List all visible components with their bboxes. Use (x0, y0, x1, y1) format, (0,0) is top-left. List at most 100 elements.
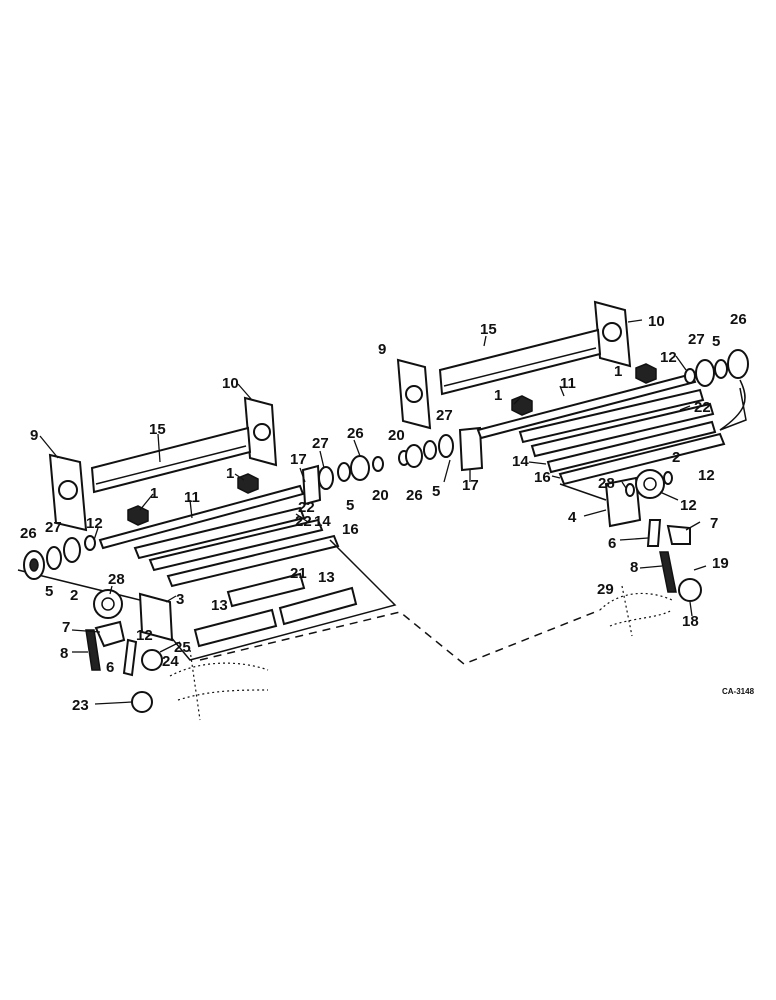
callout-29: 29 (597, 581, 614, 598)
callout-4: 4 (568, 509, 577, 526)
auger-outline (169, 649, 269, 721)
bracket (458, 426, 484, 472)
callout-20: 20 (372, 487, 389, 504)
drawing-code: CA-3148 (722, 687, 755, 696)
callout-28: 28 (108, 571, 125, 588)
idler (122, 638, 138, 677)
tray-outline (719, 387, 747, 431)
callout-27: 27 (312, 435, 329, 452)
callout-1: 1 (226, 465, 234, 482)
callout-16: 16 (534, 469, 551, 486)
connector-line (719, 379, 746, 431)
sprocket (141, 649, 163, 671)
callout-labels: 9 15 10 1 1 11 26 27 12 5 14 16 22 21 13… (20, 311, 755, 714)
callout-11: 11 (184, 489, 200, 506)
callout-22: 22 (298, 499, 315, 516)
callout-5: 5 (432, 483, 440, 500)
right-assembly (396, 300, 749, 637)
chain (659, 551, 677, 593)
callout-28: 28 (598, 475, 615, 492)
slat (166, 534, 340, 588)
bearing (127, 505, 149, 526)
guide (666, 524, 691, 545)
callout-23: 23 (72, 697, 89, 714)
bracket (138, 592, 174, 642)
slat (518, 388, 705, 444)
bearing (237, 473, 259, 494)
slat (546, 420, 717, 474)
callout-7: 7 (710, 515, 718, 532)
callout-5: 5 (45, 583, 53, 600)
callout-5: 5 (346, 497, 354, 514)
bearing (511, 395, 533, 416)
callout-1: 1 (614, 363, 622, 380)
bearing (635, 363, 657, 384)
callout-5: 5 (712, 333, 720, 350)
callout-6: 6 (608, 535, 616, 552)
slat (530, 402, 715, 458)
callout-1: 1 (150, 485, 158, 502)
callout-6: 6 (106, 659, 114, 676)
callout-12: 12 (680, 497, 697, 514)
callout-10: 10 (648, 313, 665, 330)
beam (90, 426, 252, 494)
tray-outline (17, 539, 397, 661)
callout-27: 27 (45, 519, 62, 536)
idler (646, 519, 662, 547)
sprocket (131, 691, 153, 713)
callout-20: 20 (388, 427, 405, 444)
callout-14: 14 (512, 453, 529, 470)
slat (133, 506, 306, 560)
callout-9: 9 (30, 427, 38, 444)
callout-26: 26 (20, 525, 37, 542)
shaft (98, 484, 305, 550)
callout-1: 1 (494, 387, 502, 404)
callout-17: 17 (462, 477, 479, 494)
callout-12: 12 (660, 349, 677, 366)
callout-27: 27 (688, 331, 705, 348)
callout-2: 2 (70, 587, 78, 604)
floor-plate (226, 572, 306, 608)
chain (85, 629, 101, 671)
callout-19: 19 (712, 555, 729, 572)
sprocket (93, 589, 123, 619)
callout-2: 2 (672, 449, 680, 466)
callout-15: 15 (480, 321, 497, 338)
callout-26: 26 (730, 311, 747, 328)
slat (558, 432, 726, 486)
center-hardware (301, 426, 484, 506)
left-assembly (17, 396, 397, 721)
callout-13: 13 (211, 597, 228, 614)
callout-9: 9 (378, 341, 386, 358)
callout-15: 15 (149, 421, 166, 438)
bracket (301, 464, 322, 506)
callout-26: 26 (347, 425, 364, 442)
callout-12: 12 (698, 467, 715, 484)
callout-18: 18 (682, 613, 699, 630)
callout-3: 3 (176, 591, 184, 608)
connector-line (199, 609, 601, 665)
slat (148, 518, 324, 572)
callout-17: 17 (290, 451, 307, 468)
leader-lines (39, 319, 707, 705)
callout-8: 8 (630, 559, 638, 576)
callout-25: 25 (174, 639, 191, 656)
callout-22: 22 (295, 513, 312, 530)
sprocket (678, 578, 702, 602)
tray-outline (559, 483, 607, 501)
beam (438, 328, 602, 396)
callout-16: 16 (342, 521, 359, 538)
shaft (476, 372, 697, 440)
callout-7: 7 (62, 619, 70, 636)
callout-21: 21 (290, 565, 307, 582)
callout-11: 11 (560, 375, 576, 392)
callout-26: 26 (406, 487, 423, 504)
callout-13: 13 (318, 569, 335, 586)
guide (94, 620, 126, 648)
auger-outline (599, 585, 673, 637)
callout-10: 10 (222, 375, 239, 392)
callout-12: 12 (86, 515, 103, 532)
callout-8: 8 (60, 645, 68, 662)
callout-14: 14 (314, 513, 331, 530)
